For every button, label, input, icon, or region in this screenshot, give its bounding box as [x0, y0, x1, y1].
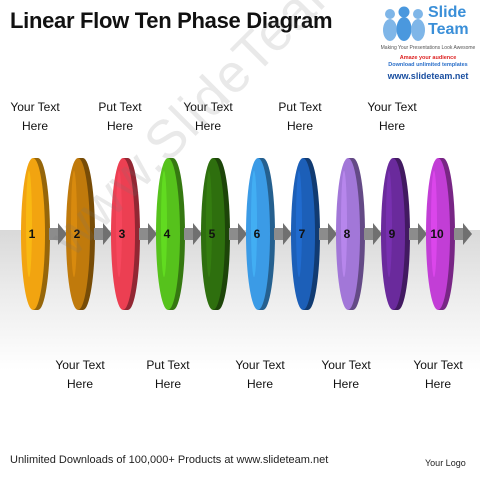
- phase-3: 3: [111, 158, 157, 310]
- arrow-shaft: [184, 228, 193, 240]
- caption-line: Here: [21, 119, 48, 133]
- phase-disc-highlight: [251, 170, 257, 278]
- arrow-head: [283, 223, 292, 245]
- logo-download: Download unlimited templates: [388, 62, 468, 68]
- phase-number: 6: [254, 227, 261, 241]
- arrow-shaft: [229, 228, 238, 240]
- phase-disc-highlight: [26, 170, 32, 278]
- arrow-shaft: [454, 228, 463, 240]
- phase-number: 9: [389, 227, 396, 241]
- caption-line: Here: [424, 377, 451, 391]
- logo-tagline: Making Your Presentations Look Awesome: [380, 45, 476, 51]
- phase-6: 6: [246, 158, 292, 310]
- phase-number: 10: [430, 227, 444, 241]
- arrow-head: [193, 223, 202, 245]
- caption-line: Here: [66, 377, 93, 391]
- arrow-head: [463, 223, 472, 245]
- arrow-shaft: [364, 228, 373, 240]
- footer-note: Unlimited Downloads of 100,000+ Products…: [10, 454, 329, 466]
- arrow-head: [238, 223, 247, 245]
- phase-disc-highlight: [116, 170, 122, 278]
- phase-disc-highlight: [341, 170, 347, 278]
- arrow-head: [58, 223, 67, 245]
- phase-number: 2: [74, 227, 81, 241]
- phase-number: 3: [119, 227, 126, 241]
- arrow-head: [328, 223, 337, 245]
- caption-line: Here: [286, 119, 313, 133]
- caption-line: Your Text: [235, 358, 285, 372]
- phase-disc-highlight: [71, 170, 77, 278]
- phase-number: 7: [299, 227, 306, 241]
- phase-number: 5: [209, 227, 216, 241]
- caption-line: Your Text: [321, 358, 371, 372]
- caption-line: Here: [106, 119, 133, 133]
- arrow-shaft: [139, 228, 148, 240]
- phase-disc-highlight: [206, 170, 212, 278]
- phase-5: 5: [201, 158, 247, 310]
- logo-name: Slide Team: [428, 4, 469, 38]
- caption-line: Your Text: [413, 358, 463, 372]
- phase-disc-highlight: [386, 170, 392, 278]
- phase-7: 7: [291, 158, 337, 310]
- caption-line: Here: [154, 377, 181, 391]
- caption-line: Your Text: [183, 100, 233, 114]
- logo-name-line2: Team: [428, 21, 469, 38]
- caption-line: Put Text: [278, 100, 322, 114]
- page-title: Linear Flow Ten Phase Diagram: [10, 8, 333, 33]
- arrow-shaft: [409, 228, 418, 240]
- slideteam-logo[interactable]: Slide Team Making Your Presentations Loo…: [380, 4, 476, 84]
- logo-url[interactable]: www.slideteam.net: [387, 71, 469, 81]
- caption-line: Here: [246, 377, 273, 391]
- arrow-head: [373, 223, 382, 245]
- caption-line: Your Text: [367, 100, 417, 114]
- people-icon: [383, 6, 425, 41]
- phase-disc-highlight: [161, 170, 167, 278]
- phase-1: 1: [21, 158, 67, 310]
- caption-line: Here: [194, 119, 221, 133]
- phase-10: 10: [426, 158, 472, 310]
- caption-line: Here: [378, 119, 405, 133]
- caption-line: Your Text: [55, 358, 105, 372]
- arrow-head: [103, 223, 112, 245]
- caption-line: Your Text: [10, 100, 60, 114]
- phase-8: 8: [336, 158, 382, 310]
- caption-line: Put Text: [98, 100, 142, 114]
- arrow-head: [148, 223, 157, 245]
- phase-9: 9: [381, 158, 427, 310]
- arrow-shaft: [274, 228, 283, 240]
- logo-amaze: Amaze your audience: [399, 55, 457, 61]
- caption-line: Here: [332, 377, 359, 391]
- phase-disc-highlight: [296, 170, 302, 278]
- arrow-shaft: [49, 228, 58, 240]
- arrow-shaft: [94, 228, 103, 240]
- phase-2: 2: [66, 158, 112, 310]
- arrow-shaft: [319, 228, 328, 240]
- phase-number: 1: [29, 227, 36, 241]
- arrow-head: [418, 223, 427, 245]
- phase-number: 8: [344, 227, 351, 241]
- phase-4: 4: [156, 158, 202, 310]
- logo-name-line1: Slide: [428, 4, 467, 21]
- caption-line: Put Text: [146, 358, 190, 372]
- footer-logo: Your Logo: [425, 458, 466, 468]
- phase-number: 4: [164, 227, 171, 241]
- phase-disc-highlight: [431, 170, 437, 278]
